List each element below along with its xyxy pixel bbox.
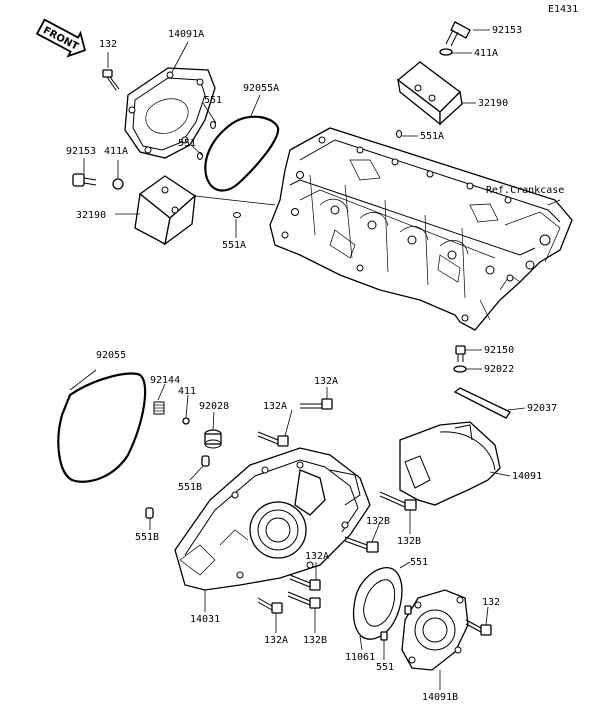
- bolt-132a-3-drawing: [289, 574, 321, 591]
- callout-132b-1: 132B: [366, 516, 390, 527]
- callout-92037: 92037: [527, 403, 557, 414]
- callout-551-b: 551: [178, 138, 196, 149]
- bracket-32190-top-drawing: [396, 61, 463, 126]
- callout-551-a: 551: [204, 95, 222, 106]
- gasket-92055a-drawing: [204, 115, 280, 192]
- ref-crankcase-label: Ref.Crankcase: [486, 185, 564, 196]
- callout-14091a: 14091A: [168, 29, 204, 40]
- bolt-132b-3-drawing: [287, 591, 321, 609]
- leader-lines: [69, 29, 561, 690]
- dowel-551-c-drawing: [404, 605, 412, 615]
- callout-14091: 14091: [512, 471, 542, 482]
- dowel-551a-top-drawing: [396, 130, 402, 138]
- dowel-551b-2-drawing: [145, 507, 154, 519]
- engine-cover-14031-drawing: [174, 447, 371, 591]
- bolt-92150-drawing: [455, 345, 466, 362]
- cover-14091b-drawing: [401, 589, 469, 671]
- callout-92055: 92055: [96, 350, 126, 361]
- callout-132a-2: 132A: [263, 401, 287, 412]
- callout-92055a: 92055A: [243, 83, 279, 94]
- callout-551a-top: 551A: [420, 131, 444, 142]
- guard-14091-drawing: [399, 421, 501, 506]
- callout-411a-left: 411A: [104, 146, 128, 157]
- bolt-132a-2-drawing: [257, 431, 289, 447]
- callout-14091b: 14091B: [422, 692, 458, 703]
- dowel-551a-left-drawing: [233, 212, 241, 218]
- dowel-551-a-drawing: [210, 121, 216, 129]
- bolt-132-top-drawing: [102, 69, 120, 91]
- callout-411: 411: [178, 386, 196, 397]
- callout-411a-top: 411A: [474, 48, 498, 59]
- bolt-132a-1-drawing: [300, 398, 333, 410]
- callout-11061: 11061: [345, 652, 375, 663]
- bolt-132a-4-drawing: [257, 597, 283, 614]
- crankcase-drawing: [269, 127, 573, 331]
- gasket-11061-drawing: [352, 567, 403, 640]
- callout-32190-left: 32190: [76, 210, 106, 221]
- callout-551b-1: 551B: [178, 482, 202, 493]
- callout-92150: 92150: [484, 345, 514, 356]
- callout-132a-1: 132A: [314, 376, 338, 387]
- callout-92022: 92022: [484, 364, 514, 375]
- washer-411a-top-drawing: [439, 48, 453, 56]
- diagram-code: E1431: [548, 4, 578, 15]
- callout-551-d: 551: [376, 662, 394, 673]
- callout-14031: 14031: [190, 614, 220, 625]
- gasket-92055-drawing: [57, 372, 147, 483]
- callout-551a-left: 551A: [222, 240, 246, 251]
- bracket-32190-left-drawing: [134, 175, 197, 246]
- callout-551b-2: 551B: [135, 532, 159, 543]
- plug-92028-drawing: [204, 429, 222, 449]
- callout-132a-4: 132A: [264, 635, 288, 646]
- bolt-92153-top-drawing: [445, 21, 471, 47]
- callout-132a-3: 132A: [305, 551, 329, 562]
- washer-92022-drawing: [453, 365, 467, 373]
- callout-551-c: 551: [410, 557, 428, 568]
- callout-92153-top: 92153: [492, 25, 522, 36]
- hose-92037-drawing: [453, 387, 511, 419]
- front-arrow-icon: FRONT: [35, 18, 87, 58]
- spring-92144-drawing: [153, 401, 165, 415]
- callout-92153-left: 92153: [66, 146, 96, 157]
- callout-132b-3: 132B: [303, 635, 327, 646]
- callout-92028: 92028: [199, 401, 229, 412]
- bolt-132-bottom-drawing: [465, 619, 492, 636]
- bolt-92153-left-drawing: [72, 173, 97, 187]
- callout-132b-2: 132B: [397, 536, 421, 547]
- callout-labels: 92153 411A 32190 551A 132 14091A 92055A …: [66, 25, 564, 703]
- dowel-551b-1-drawing: [201, 455, 210, 467]
- callout-32190-top: 32190: [478, 98, 508, 109]
- bolt-132b-2-drawing: [344, 536, 379, 553]
- washer-411a-left-drawing: [112, 178, 124, 190]
- callout-132-bottom: 132: [482, 597, 500, 608]
- callout-92144: 92144: [150, 375, 180, 386]
- ball-411-drawing: [182, 417, 190, 425]
- dowel-551-d-drawing: [380, 631, 388, 641]
- bolt-132b-1-drawing: [379, 491, 417, 511]
- breather-cover-14091a-drawing: [124, 67, 216, 159]
- callout-132-top: 132: [99, 39, 117, 50]
